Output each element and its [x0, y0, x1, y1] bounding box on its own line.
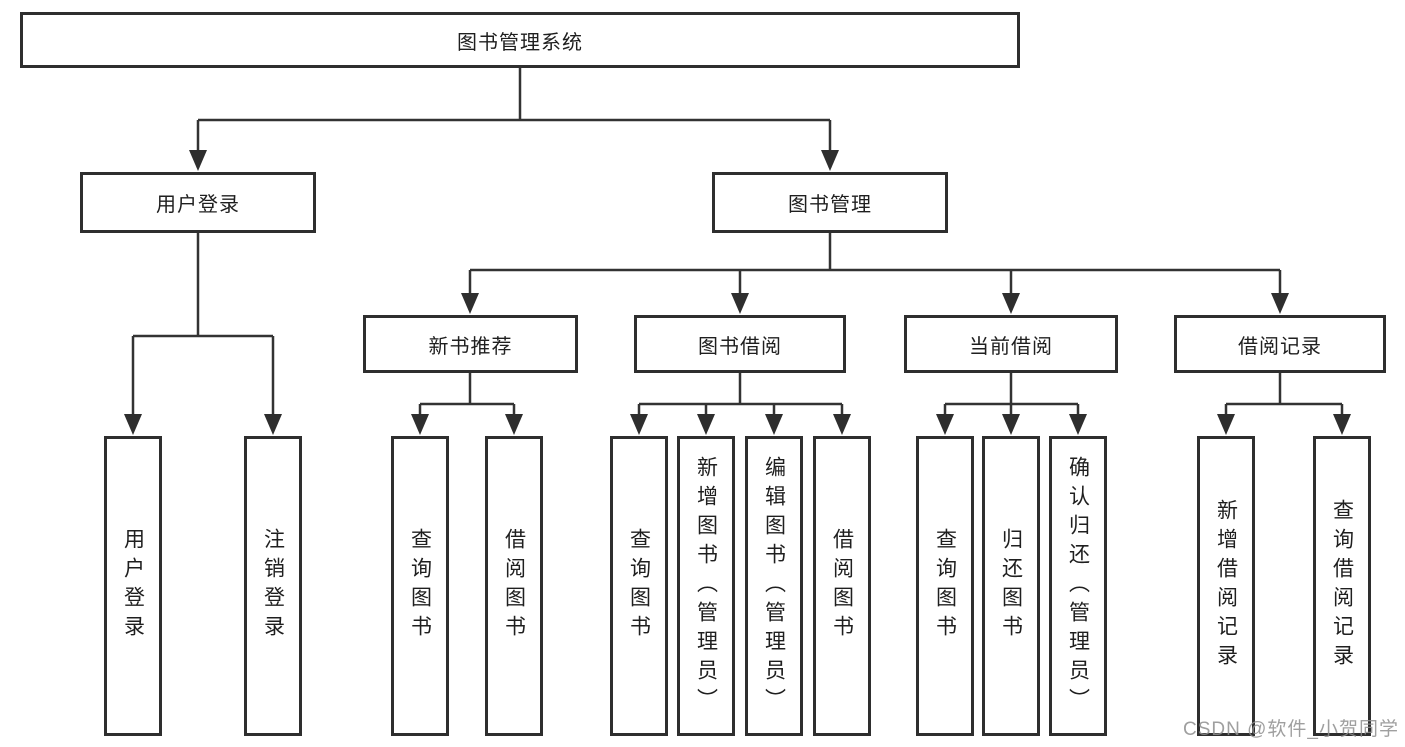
node-current-borrow-label: 当前借阅 [969, 335, 1053, 358]
leaf-cb-query-books-label: 查询图书 [933, 528, 957, 644]
node-root: 图书管理系统 [20, 12, 1020, 68]
leaf-cb-query-books: 查询图书 [916, 436, 974, 736]
leaf-cb-return-books: 归还图书 [982, 436, 1040, 736]
leaf-br-query-record: 查询借阅记录 [1313, 436, 1371, 736]
leaf-bb-add-books-admin-label: 新增图书（管理员） [694, 455, 718, 717]
leaf-user-login: 用户登录 [104, 436, 162, 736]
leaf-bb-query-books: 查询图书 [610, 436, 668, 736]
leaf-cb-confirm-return-admin: 确认归还（管理员） [1049, 436, 1107, 736]
leaf-nb-borrow-books: 借阅图书 [485, 436, 543, 736]
leaf-br-add-record-label: 新增借阅记录 [1214, 499, 1238, 673]
node-borrow-records-label: 借阅记录 [1238, 335, 1322, 358]
node-borrow-records: 借阅记录 [1174, 315, 1386, 373]
leaf-bb-borrow-books: 借阅图书 [813, 436, 871, 736]
node-current-borrow: 当前借阅 [904, 315, 1118, 373]
leaf-nb-query-books: 查询图书 [391, 436, 449, 736]
leaf-bb-borrow-books-label: 借阅图书 [830, 528, 854, 644]
leaf-logout-label: 注销登录 [261, 528, 285, 644]
node-user-login-label: 用户登录 [156, 194, 240, 216]
leaf-bb-edit-books-admin: 编辑图书（管理员） [745, 436, 803, 736]
leaf-bb-query-books-label: 查询图书 [627, 528, 651, 644]
connector-strokes [131, 68, 1344, 430]
csdn-watermark: CSDN @软件_小贺同学 [1183, 719, 1399, 740]
leaf-br-add-record: 新增借阅记录 [1197, 436, 1255, 736]
leaf-user-login-label: 用户登录 [121, 528, 145, 644]
node-user-login: 用户登录 [80, 172, 316, 233]
node-book-borrow-label: 图书借阅 [698, 335, 782, 358]
node-new-book-recommend: 新书推荐 [363, 315, 578, 373]
node-book-borrow: 图书借阅 [634, 315, 846, 373]
node-new-book-recommend-label: 新书推荐 [428, 335, 513, 358]
node-root-label: 图书管理系统 [457, 31, 583, 54]
leaf-nb-borrow-books-label: 借阅图书 [502, 528, 526, 644]
leaf-logout: 注销登录 [244, 436, 302, 736]
leaf-br-query-record-label: 查询借阅记录 [1330, 499, 1354, 673]
node-book-management-label: 图书管理 [788, 194, 872, 216]
leaf-bb-add-books-admin: 新增图书（管理员） [677, 436, 735, 736]
leaf-cb-confirm-return-admin-label: 确认归还（管理员） [1066, 455, 1090, 717]
leaf-bb-edit-books-admin-label: 编辑图书（管理员） [762, 455, 786, 717]
leaf-cb-return-books-label: 归还图书 [999, 528, 1023, 644]
node-book-management: 图书管理 [712, 172, 948, 233]
leaf-nb-query-books-label: 查询图书 [408, 528, 432, 644]
